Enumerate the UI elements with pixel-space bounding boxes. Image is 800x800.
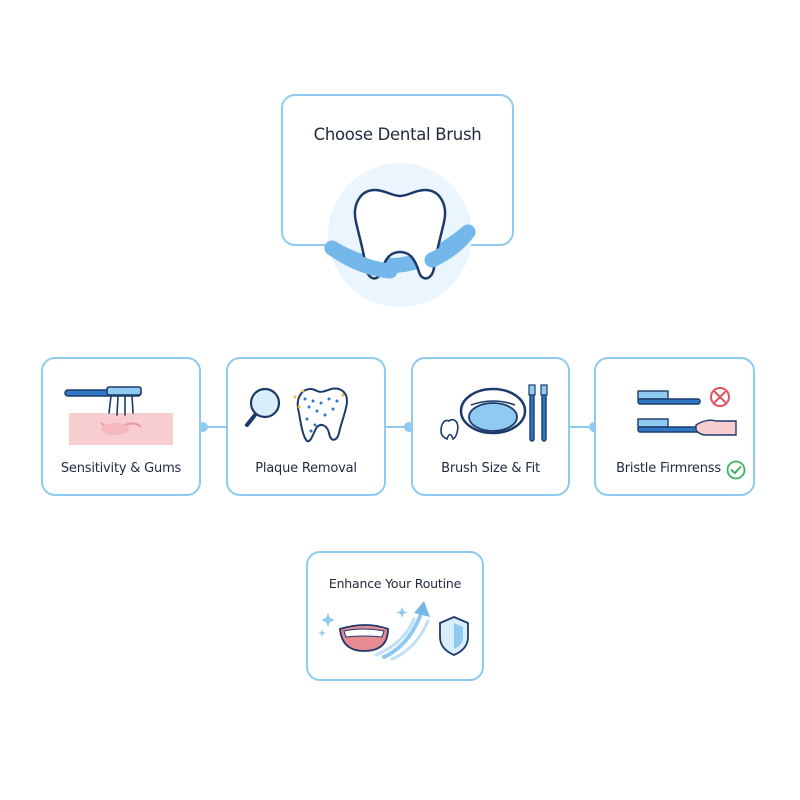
- step-label: Bristle Firmrenss: [616, 461, 721, 476]
- connector-dot: [404, 422, 414, 432]
- mouth-toothbrush-icon: [440, 384, 548, 442]
- step-card-bristle: Bristle Firmrenss: [594, 357, 755, 496]
- step-label: Brush Size & Fit: [441, 461, 540, 476]
- smile-arrow-shield-icon: [318, 601, 469, 661]
- diagram-title: Choose Dental Brush: [313, 125, 482, 144]
- connector-line: [570, 426, 594, 428]
- checkmark-icon: [726, 460, 746, 480]
- connector-line: [386, 426, 411, 428]
- step-label: Sensitivity & Gums: [60, 461, 182, 476]
- step-label: Plaque Removal: [255, 461, 357, 476]
- outcome-card: Enhance Your Routine: [306, 551, 484, 681]
- step-card-plaque: Plaque Removal: [226, 357, 386, 496]
- step-card-sensitivity: Sensitivity & Gums: [41, 357, 201, 496]
- bristle-comparison-icon: [637, 387, 737, 436]
- connector-dot: [198, 422, 208, 432]
- connector-line: [201, 426, 226, 428]
- outcome-title: Enhance Your Routine: [328, 576, 462, 591]
- step-card-size: Brush Size & Fit: [411, 357, 570, 496]
- toothbrush-gums-icon: [64, 386, 173, 445]
- magnifier-plaque-tooth-icon: [245, 387, 349, 443]
- tooth-ring-icon: [324, 163, 476, 307]
